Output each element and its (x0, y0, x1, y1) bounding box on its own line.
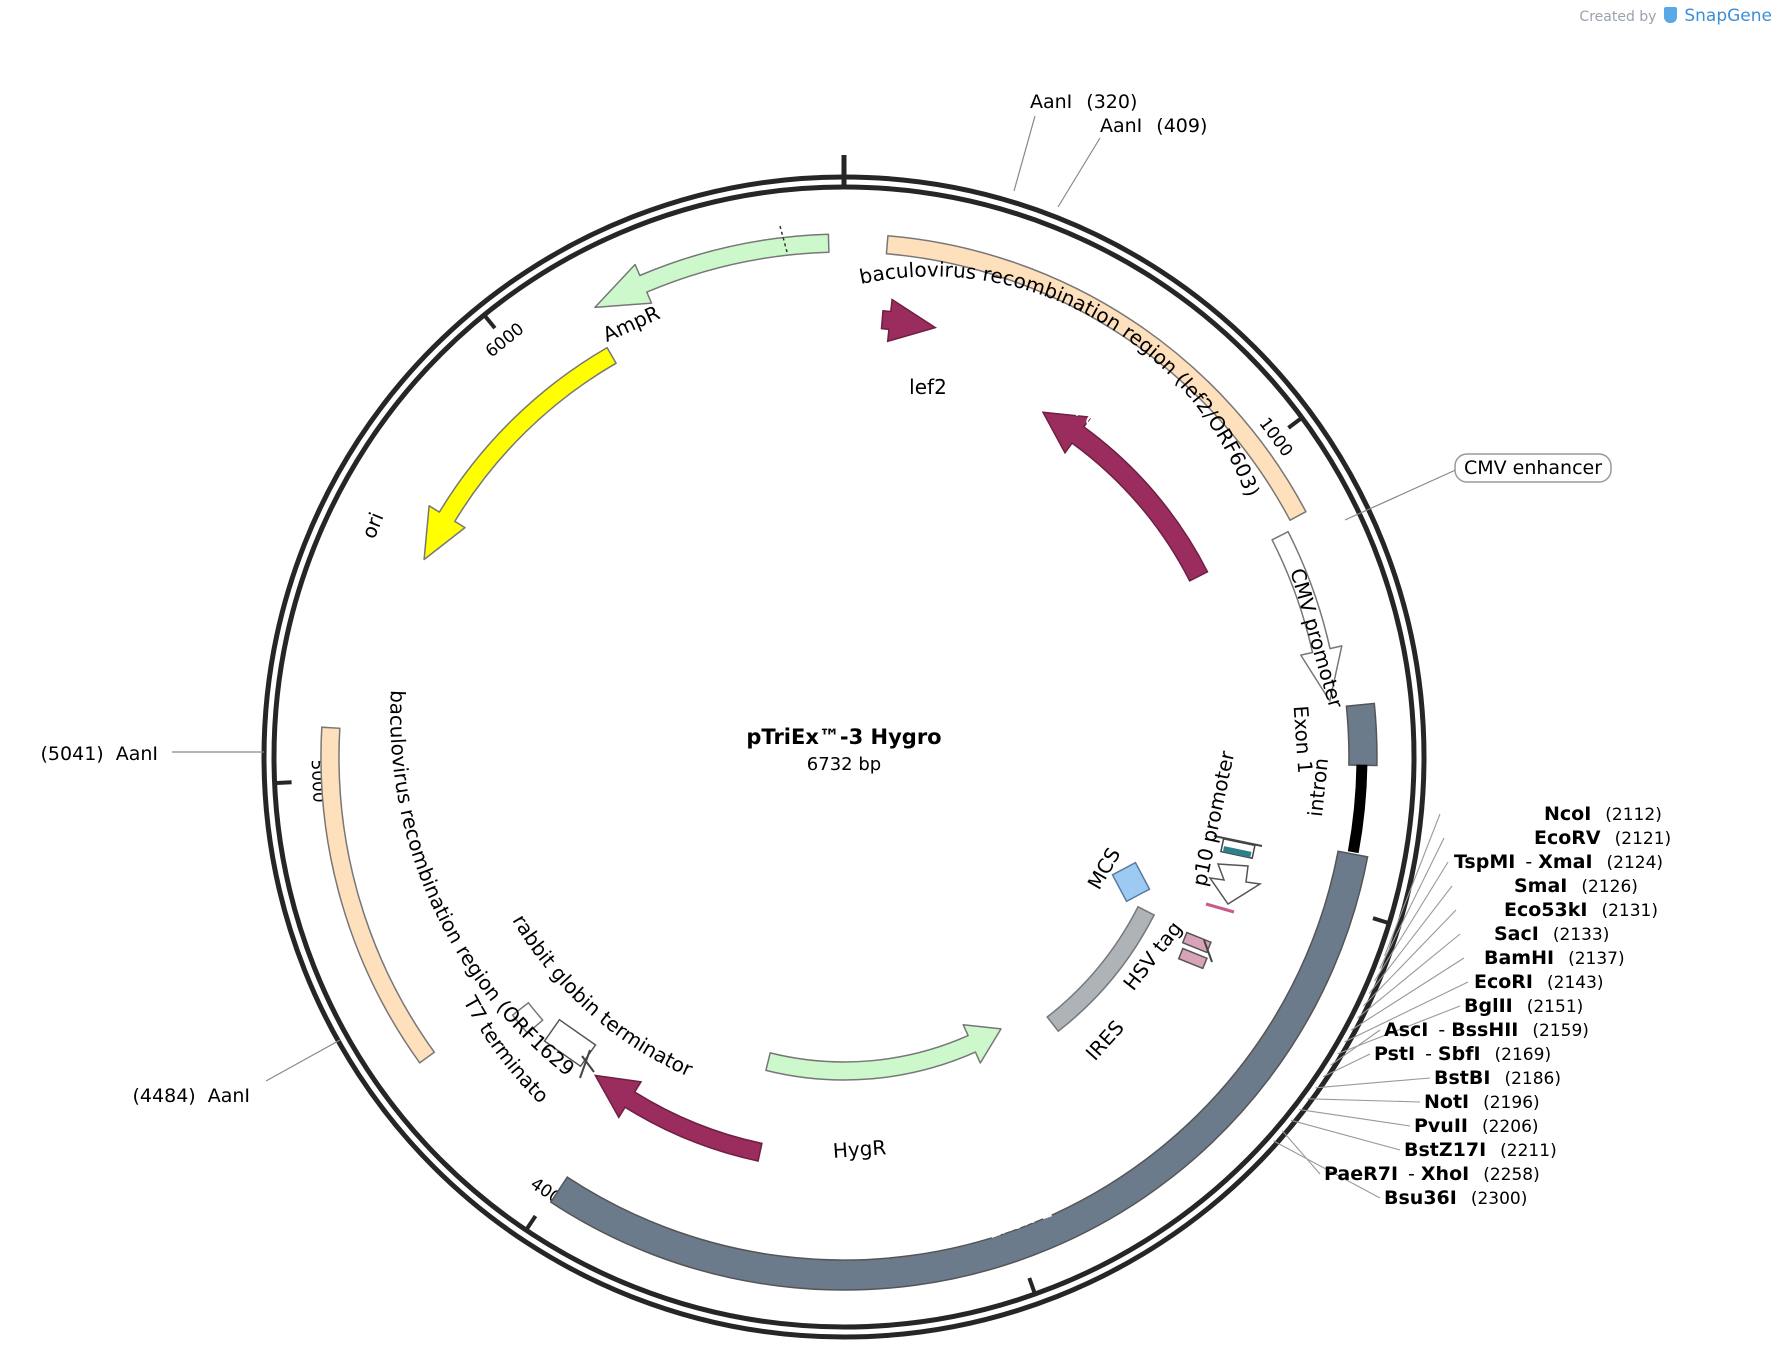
site-line-asci (1330, 1029, 1381, 1066)
site-tspmi-xmai[interactable]: TspMI-XmaI(2124) (1454, 851, 1663, 873)
p10-promoter-feature[interactable] (1205, 835, 1263, 914)
site-aani-409[interactable]: AanI(409) (1100, 115, 1207, 137)
site-line-smai (1368, 885, 1453, 994)
snapgene-logo-icon (1663, 7, 1677, 23)
rabbit-globin-terminator-feature[interactable] (543, 1018, 597, 1079)
feature-labels: baculovirus recombination region (lef2/O… (0, 0, 1349, 1163)
baculo-orf1629-label: baculovirus recombination region (ORF162… (0, 0, 579, 1081)
site-ecori[interactable]: EcoRI(2143) (1474, 971, 1604, 993)
site-bstz17i[interactable]: BstZ17I(2211) (1404, 1139, 1557, 1161)
exon1-feature[interactable] (1345, 702, 1378, 767)
ori-feature[interactable] (423, 346, 617, 561)
site-ncoi[interactable]: NcoI(2112) (1544, 803, 1662, 825)
cmv-enhancer-leader (1344, 467, 1461, 521)
snapgene-watermark: Created by SnapGene (1579, 6, 1772, 26)
site-saci[interactable]: SacI(2133) (1494, 923, 1609, 945)
exon2-feature[interactable] (549, 850, 1369, 1291)
ires-feature[interactable] (1046, 905, 1156, 1033)
baculovirus-recombination-lef2-feature[interactable] (885, 235, 1307, 521)
tick-1000 (1287, 417, 1302, 430)
site-aani-320[interactable]: AanI(320) (1030, 91, 1137, 113)
intron-label: intron (1303, 757, 1333, 818)
ampr-feature[interactable] (594, 233, 830, 309)
site-line-aani-320 (1013, 115, 1036, 192)
mcs-site-list: NcoI(2112)EcoRV(2121)TspMI-XmaI(2124)Sma… (1324, 803, 1671, 1209)
site-line-bamhi (1350, 957, 1465, 1031)
tick-2000 (1372, 916, 1388, 925)
site-line-saci (1357, 933, 1461, 1019)
cmv-promoter-label: CMV promoter (1285, 566, 1348, 712)
site-eco53ki[interactable]: Eco53kI(2131) (1504, 899, 1658, 921)
site-noti[interactable]: NotI(2196) (1424, 1091, 1540, 1113)
site-psti-sbfi[interactable]: PstI-SbfI(2169) (1374, 1043, 1551, 1065)
hsv-tag-feature[interactable] (1177, 931, 1213, 970)
site-line-bstbi (1315, 1077, 1431, 1089)
lef2-feature[interactable] (880, 298, 938, 343)
lef2-label: lef2 (909, 375, 947, 399)
site-line-ecori (1344, 981, 1469, 1043)
site-bglii[interactable]: BglII(2151) (1464, 995, 1583, 1017)
site-line-paer7i (1281, 1130, 1321, 1175)
ori-label: ori (357, 509, 389, 542)
site-line-bstz17i (1290, 1119, 1401, 1151)
baculovirus-recombination-orf1629-feature[interactable] (320, 726, 436, 1064)
site-line-psti (1322, 1053, 1371, 1078)
hygr-label: HygR (832, 1135, 887, 1163)
tick-5000 (276, 780, 292, 785)
site-line-bsu36i (1273, 1140, 1381, 1199)
cmv-enhancer-feature[interactable] (1271, 530, 1343, 702)
site-paer7i-xhoi[interactable]: PaeR7I-XhoI(2258) (1324, 1163, 1540, 1185)
site-pvuii[interactable]: PvuII(2206) (1414, 1115, 1539, 1137)
t7-terminator-feature[interactable] (511, 1001, 544, 1035)
site-asci-bsshii[interactable]: AscI-BssHII(2159) (1384, 1019, 1589, 1041)
cmv-enhancer-callout[interactable] (1454, 453, 1612, 483)
mcs-feature[interactable] (1111, 861, 1151, 903)
ampr-divider (779, 225, 788, 253)
tick-6000 (483, 315, 497, 330)
site-connector-lines (1273, 813, 1469, 1199)
watermark-created-by: Created by (1579, 9, 1657, 25)
feature-layer (320, 225, 1378, 1291)
site-bstbi[interactable]: BstBI(2186) (1434, 1067, 1561, 1089)
site-aani-4484[interactable]: (4484)AanI (133, 1085, 250, 1107)
site-aani-5041[interactable]: (5041)AanI (41, 743, 158, 765)
plasmid-size: 6732 bp (807, 754, 881, 775)
site-bsu36i[interactable]: Bsu36I(2300) (1384, 1187, 1527, 1209)
site-line-noti (1307, 1098, 1421, 1103)
site-line-ncoi (1384, 813, 1441, 957)
site-line-pvuii (1299, 1109, 1411, 1127)
site-line-ecorv (1379, 837, 1445, 969)
site-line-aani-4484 (265, 1039, 341, 1082)
orf1629-feature[interactable] (593, 1074, 763, 1162)
cmv-enhancer-label: CMV enhancer (1464, 457, 1602, 479)
hygr-feature[interactable] (765, 1023, 1002, 1081)
site-line-aani-409 (1057, 137, 1101, 208)
ires-label: IRES (1081, 1016, 1129, 1066)
site-smai[interactable]: SmaI(2126) (1514, 875, 1638, 897)
tick-4000 (525, 1214, 538, 1230)
site-ecorv[interactable]: EcoRV(2121) (1534, 827, 1671, 849)
orf1629-label: ORF1629 (441, 809, 489, 904)
plasmid-name: pTriEx™-3 Hygro (746, 725, 941, 749)
tick-label-6000: 6000 (482, 319, 528, 362)
ampr-label: AmpR (599, 300, 663, 346)
site-line-tspmi (1374, 861, 1449, 982)
site-bamhi[interactable]: BamHI(2137) (1484, 947, 1625, 969)
exon1-label: Exon 1 (1289, 705, 1318, 774)
intron-feature[interactable] (1347, 764, 1368, 854)
watermark-brand: SnapGene (1684, 6, 1772, 26)
tick-3000 (1027, 1277, 1037, 1293)
orf603-feature[interactable] (1041, 411, 1209, 582)
site-line-eco53ki (1363, 909, 1457, 1007)
